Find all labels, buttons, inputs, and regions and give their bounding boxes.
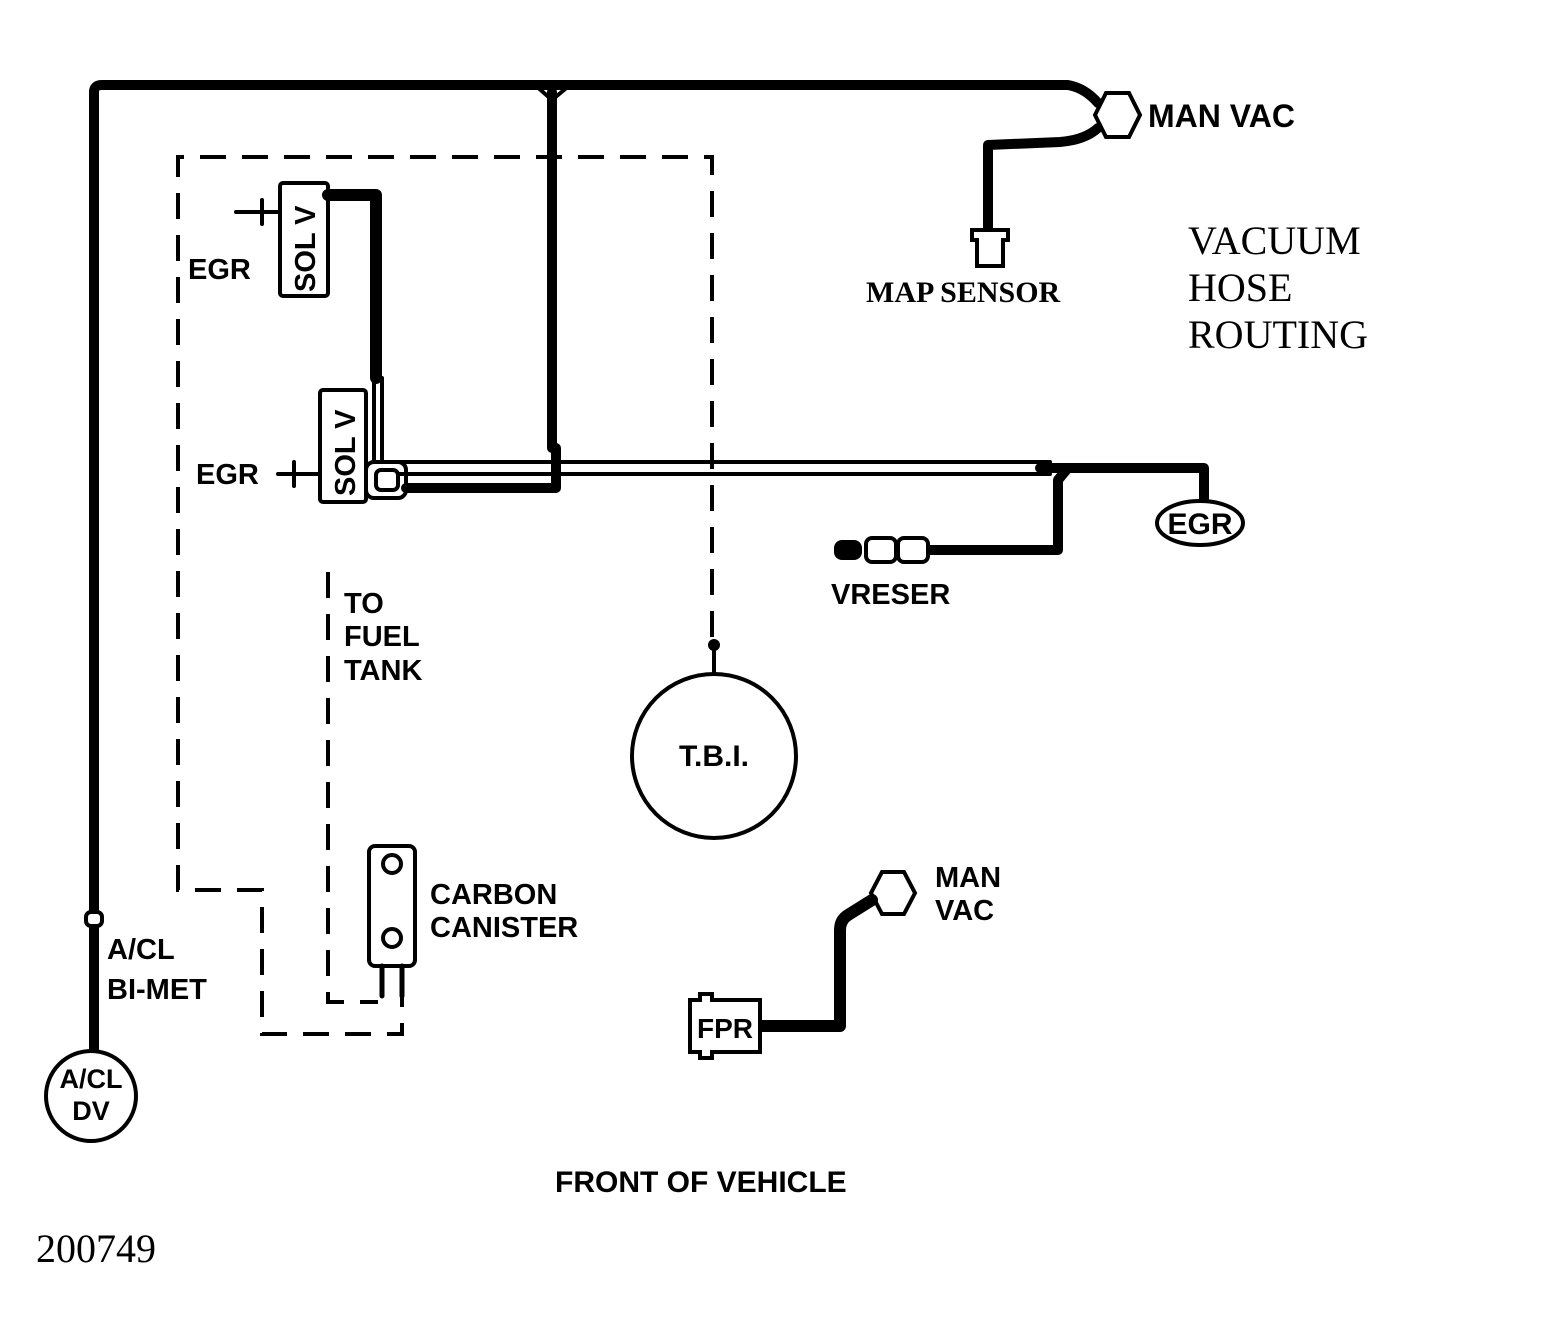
egr-valve: [1155, 499, 1245, 547]
carbon-canister-outlet: [379, 963, 405, 999]
title-line-1: VACUUM: [1188, 218, 1361, 263]
acl-bimet-sensor: [84, 910, 104, 928]
sol-v-upper-label: SOL V: [290, 205, 322, 292]
man-vac-bottom-label-2: VAC: [935, 895, 994, 927]
carbon-canister-label-1: CARBON: [430, 879, 557, 911]
egr-valve-label: EGR: [1167, 508, 1232, 541]
vreser-hose: [923, 463, 1073, 555]
manifold-vacuum-fitting-bottom: [868, 870, 918, 916]
acl-dv-body: [44, 1049, 138, 1143]
egr-upper-label: EGR: [188, 254, 251, 286]
vreser-body-2: [896, 536, 930, 564]
acl-bimet-label-2: BI-MET: [107, 974, 207, 1006]
acl-dv-label-1: A/CL: [60, 1064, 123, 1094]
branch-hose-joint: [533, 83, 572, 102]
tbi-label: T.B.I.: [679, 740, 749, 773]
map-sensor-connector: [970, 228, 1010, 268]
to-fuel-tank-label-1: TO: [344, 588, 384, 620]
front-of-vehicle-label: FRONT OF VEHICLE: [555, 1166, 847, 1199]
carbon-canister-label-2: CANISTER: [430, 912, 578, 944]
manifold-vacuum-fitting-top: [1092, 91, 1143, 139]
acl-bimet-label-1: A/CL: [107, 934, 175, 966]
fuel-tank-line-dashed: [326, 572, 378, 1004]
to-fuel-tank-label-2: FUEL: [344, 621, 420, 653]
man-vac-top-label: MAN VAC: [1148, 98, 1295, 134]
sol-v-upper-box: [278, 181, 330, 298]
carbon-canister: [367, 844, 417, 968]
to-fuel-tank-label-3: TANK: [344, 655, 422, 687]
egr-signal-hose-thin: [396, 460, 1052, 476]
sol-v-lower-box: [318, 388, 368, 504]
egr-electrical-upper: [234, 198, 282, 226]
vreser-cap: [834, 540, 862, 560]
vreser-body-1: [864, 536, 898, 564]
main-vacuum-hose: [89, 80, 1103, 1060]
egr-signal-hose-thick: [1035, 463, 1209, 505]
man-vac-bottom-label-1: MAN: [935, 862, 1001, 894]
carbon-canister-port-top: [381, 853, 403, 875]
sol-v-upper-hose: [322, 189, 382, 384]
egr-lower-label: EGR: [196, 459, 259, 491]
figure-number: 200749: [36, 1226, 156, 1271]
vreser-label: VRESER: [831, 579, 950, 611]
title-line-2: HOSE: [1188, 265, 1292, 310]
sol-v-lower-label: SOL V: [330, 409, 362, 496]
map-sensor-hose: [983, 123, 1103, 233]
title-line-3: ROUTING: [1188, 312, 1368, 357]
tbi-body: [630, 672, 798, 840]
fpr-regulator: [688, 992, 762, 1060]
fpr-hose: [754, 894, 878, 1032]
sol-v-lower-fitting-inner: [374, 468, 400, 492]
vapor-line-dashed-outer: [176, 155, 714, 1036]
egr-electrical-lower: [276, 460, 322, 488]
map-sensor-label: MAP SENSOR: [866, 276, 1061, 309]
acl-dv-label-2: DV: [72, 1096, 110, 1126]
carbon-canister-port-bottom: [381, 927, 403, 949]
sol-v-link-thin: [372, 376, 384, 462]
fpr-label: FPR: [697, 1013, 753, 1044]
sol-v-return-hose: [401, 443, 561, 493]
